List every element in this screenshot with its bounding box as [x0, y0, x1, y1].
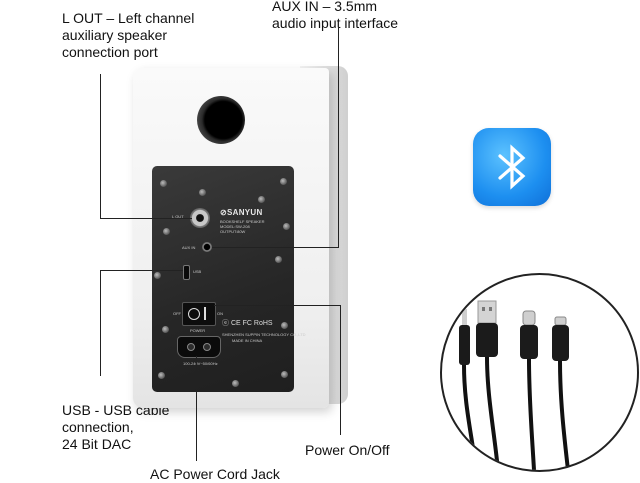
leader-line-power: [340, 305, 341, 435]
leader-line-power: [214, 305, 340, 306]
callout-aux-in: AUX IN – 3.5mm audio input interface: [272, 0, 399, 31]
bluetooth-icon: [498, 144, 526, 190]
connector-plate: [152, 166, 294, 392]
usb-c-plug-icon: [520, 310, 538, 470]
callout-l-out: L OUT – Left channel auxiliary speaker c…: [62, 10, 195, 60]
aux-in-jack: [202, 242, 212, 252]
power-rocker-switch: [182, 302, 216, 326]
panel-voltage-rating: 100-240V~50/60Hz: [183, 361, 218, 366]
screw: [280, 178, 287, 185]
screw: [275, 256, 282, 263]
callout-power: Power On/Off: [305, 442, 390, 458]
screw: [258, 196, 265, 203]
ac-power-socket: [177, 336, 221, 358]
bass-reflex-port: [197, 96, 245, 144]
screw: [232, 380, 239, 387]
leader-line-ac: [196, 356, 197, 461]
panel-brand-logo: ⊘SANYUN: [220, 208, 263, 217]
panel-label-usb: USB: [193, 269, 202, 274]
screw: [163, 228, 170, 235]
panel-label-on: ON: [217, 311, 223, 316]
screw: [283, 223, 290, 230]
screw: [154, 272, 161, 279]
leader-line-l-out: [100, 74, 101, 218]
leader-line-usb: [100, 270, 101, 376]
usb-port: [183, 265, 190, 280]
callout-ac-jack: AC Power Cord Jack: [150, 466, 280, 482]
leader-line-aux-in: [338, 24, 339, 248]
cables-inset: [440, 273, 639, 472]
panel-label-off: OFF: [173, 311, 181, 316]
screw: [199, 189, 206, 196]
screw: [158, 372, 165, 379]
leader-line-l-out: [100, 218, 192, 219]
screw: [162, 326, 169, 333]
leader-line-aux-in: [212, 247, 339, 248]
screw: [160, 180, 167, 187]
screw: [281, 322, 288, 329]
screw: [281, 371, 288, 378]
panel-origin: MADE IN CHINA: [232, 338, 263, 343]
audio-jack-plug-icon: [459, 295, 478, 470]
panel-spec-text: BOOKSHELF SPEAKER MODEL:SW-208 OUTPUT:80…: [220, 219, 265, 234]
panel-label-power: POWER: [190, 328, 206, 333]
bluetooth-badge: [473, 128, 551, 206]
panel-manufacturer: SHENZHEN SUPPIN TECHNOLOGY CO.,LTD: [222, 332, 306, 337]
callout-usb: USB - USB cable connection, 24 Bit DAC: [62, 402, 170, 452]
panel-label-l-out: L OUT: [172, 214, 184, 219]
panel-certifications: ⓔ CE FC RoHS: [222, 320, 273, 327]
micro-usb-plug-icon: [552, 316, 570, 470]
panel-label-aux-in: AUX IN: [182, 245, 196, 250]
l-out-rca-jack: [190, 208, 210, 228]
usb-a-plug-icon: [476, 300, 500, 470]
leader-line-usb: [100, 270, 183, 271]
